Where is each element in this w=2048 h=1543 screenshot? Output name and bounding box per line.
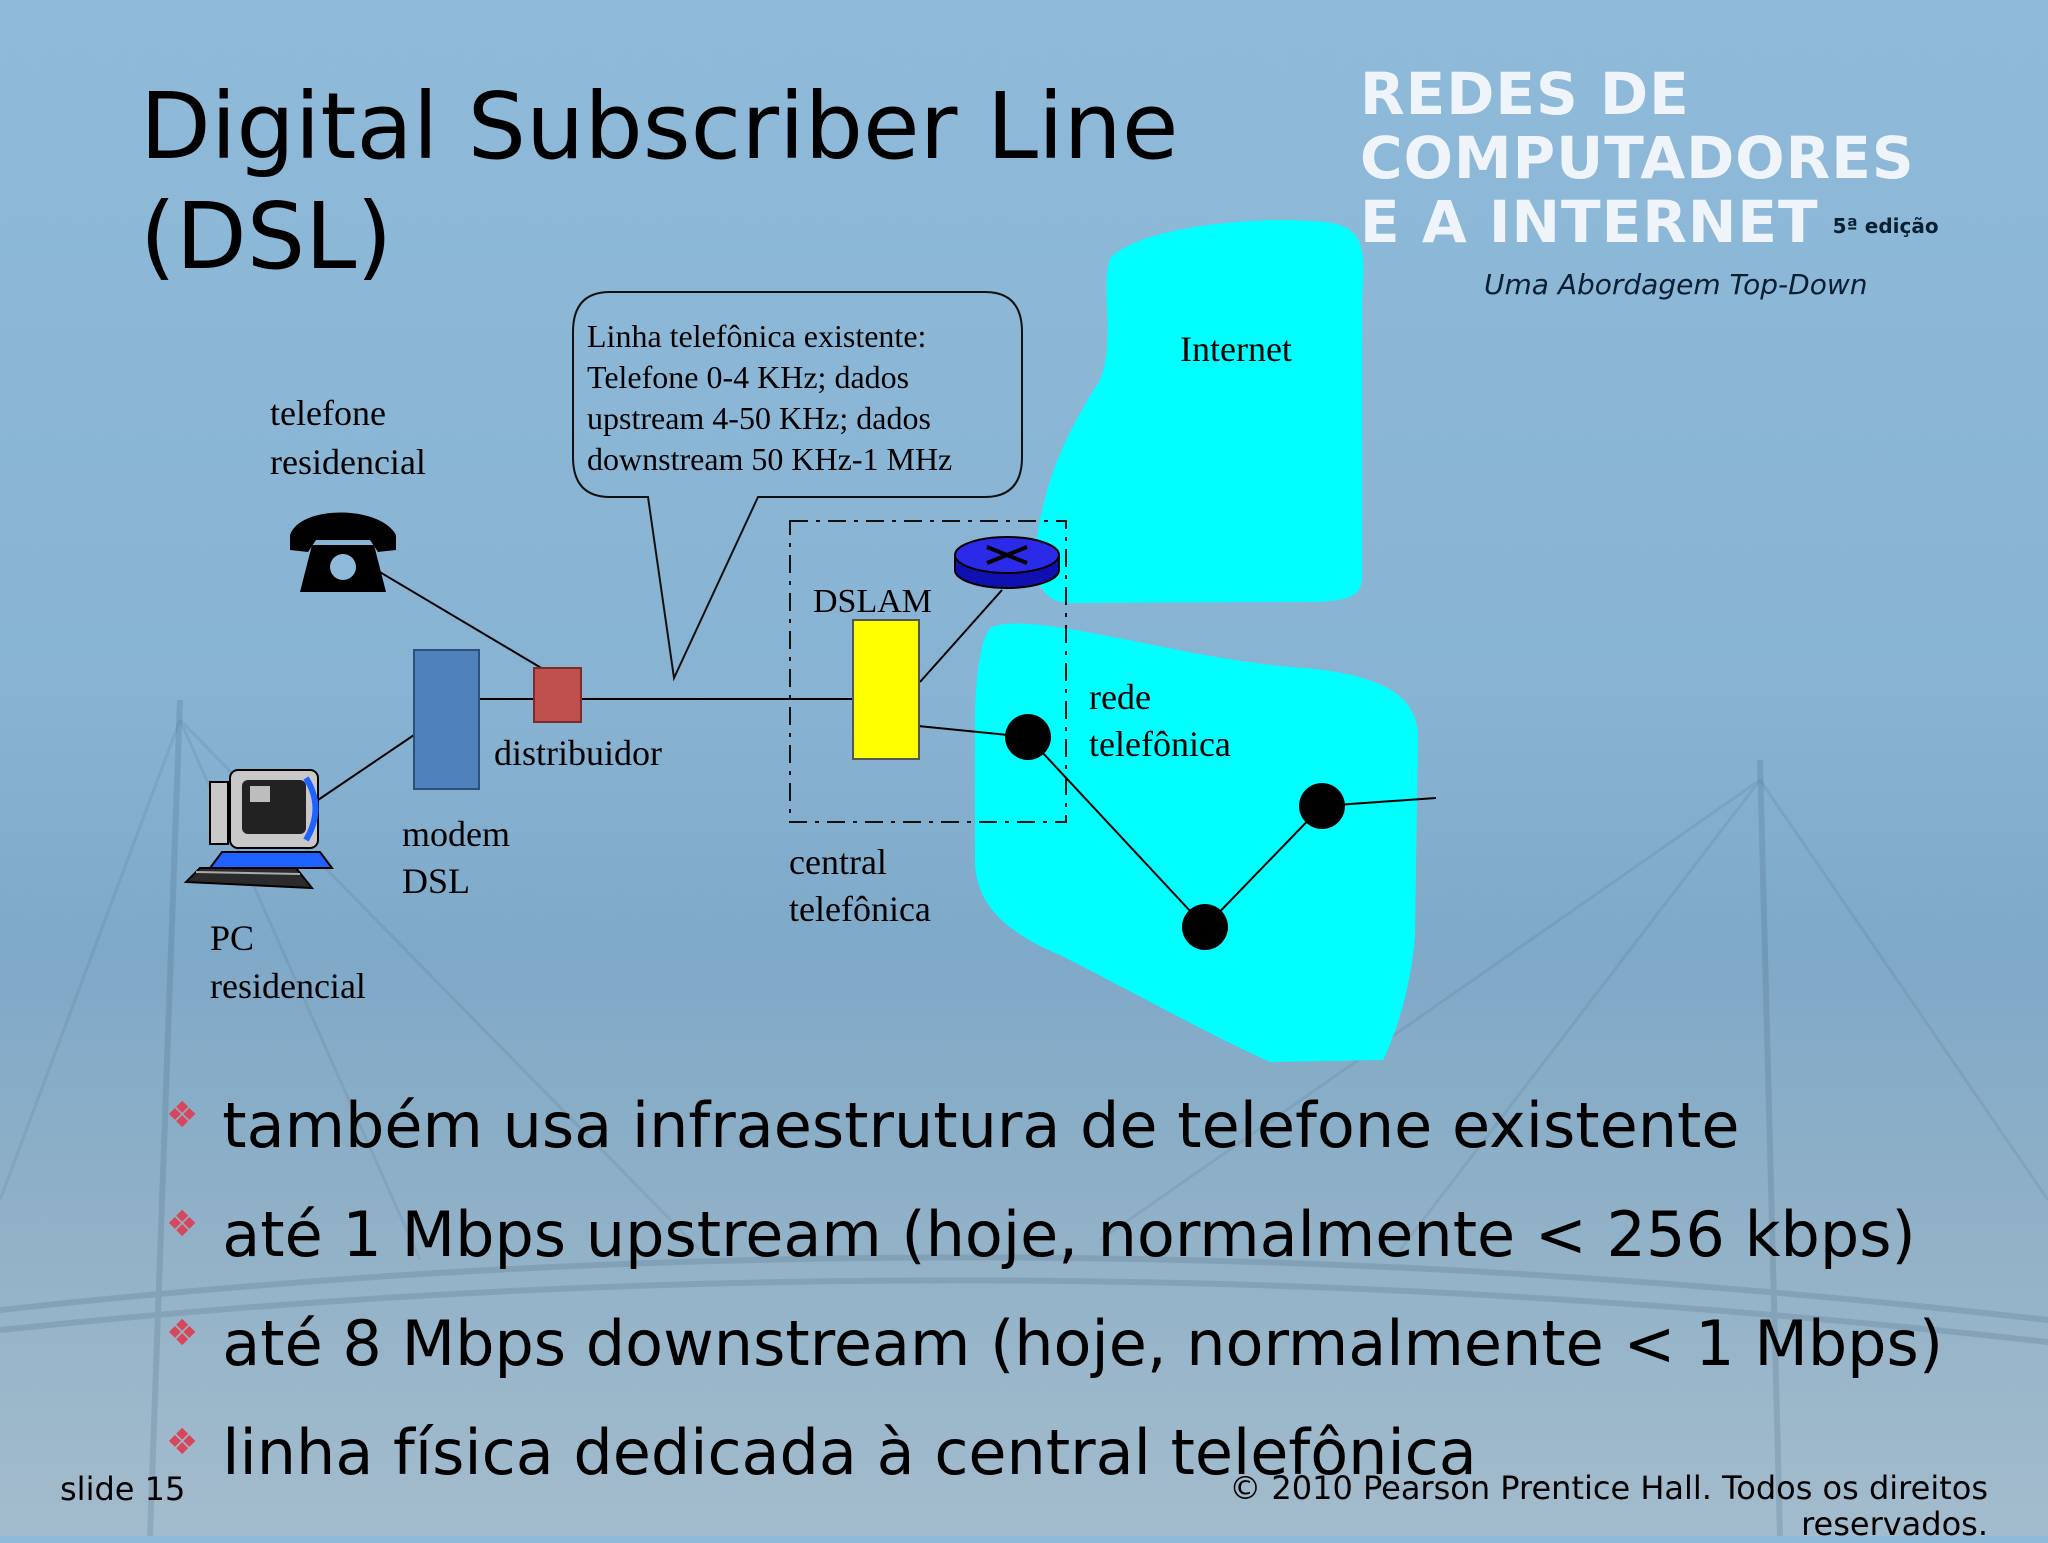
label-distribuidor: distribuidor bbox=[494, 733, 662, 773]
callout-line-1: Linha telefônica existente: bbox=[587, 318, 926, 354]
bullet-text: até 1 Mbps upstream (hoje, normalmente <… bbox=[222, 1198, 1916, 1271]
bullet-list: ❖ também usa infraestrutura de telefone e… bbox=[166, 1066, 1943, 1502]
label-pc-2: residencial bbox=[210, 966, 366, 1006]
telephone-network-cloud bbox=[975, 623, 1419, 1062]
diamond-cluster-icon: ❖ bbox=[166, 1313, 199, 1354]
brand-line-3-text: E A INTERNET bbox=[1360, 188, 1819, 256]
callout-line-3: upstream 4-50 KHz; dados bbox=[587, 400, 931, 436]
bullet-text: até 8 Mbps downstream (hoje, normalmente… bbox=[222, 1307, 1944, 1380]
network-node-3 bbox=[1299, 783, 1345, 829]
bullet-text: linha física dedicada à central telefôni… bbox=[222, 1416, 1477, 1489]
title-line-1: Digital Subscriber Line bbox=[140, 73, 1179, 180]
brand-line-3: E A INTERNET 5ª edição bbox=[1360, 190, 1939, 258]
dslam bbox=[852, 619, 920, 760]
computer-icon bbox=[183, 769, 334, 890]
bullet-item: ❖ também usa infraestrutura de telefone e… bbox=[166, 1066, 1943, 1175]
label-rede-2: telefônica bbox=[1089, 724, 1231, 764]
internet-cloud bbox=[1035, 220, 1364, 603]
diamond-cluster-icon: ❖ bbox=[166, 1204, 199, 1245]
brand-edition: 5ª edição bbox=[1832, 213, 1939, 238]
label-modem-1: modem bbox=[402, 814, 510, 854]
telephone-icon bbox=[290, 512, 396, 592]
book-logo: REDES DE COMPUTADORES E A INTERNET 5ª edi… bbox=[1360, 62, 1939, 258]
label-rede-1: rede bbox=[1089, 677, 1151, 717]
slide-title: Digital Subscriber Line (DSL) bbox=[140, 72, 1178, 292]
bullet-item: ❖ até 8 Mbps downstream (hoje, normalment… bbox=[166, 1284, 1943, 1393]
wire-dslam-router bbox=[919, 589, 1003, 683]
label-telefone-1: telefone bbox=[270, 393, 386, 433]
bullet-text: também usa infraestrutura de telefone ex… bbox=[222, 1089, 1740, 1162]
label-internet: Internet bbox=[1180, 329, 1292, 369]
bullet-item: ❖ linha física dedicada à central telefôn… bbox=[166, 1393, 1943, 1502]
label-central-1: central bbox=[789, 842, 887, 882]
central-office-box bbox=[789, 520, 1067, 823]
slide-number: slide 15 bbox=[60, 1470, 186, 1508]
wire-node-2-3 bbox=[1204, 805, 1323, 928]
wire-phone-splitter bbox=[367, 564, 549, 673]
callout-line-2: Telefone 0-4 KHz; dados bbox=[587, 359, 909, 395]
dsl-modem bbox=[413, 649, 480, 790]
diamond-cluster-icon: ❖ bbox=[166, 1422, 199, 1463]
network-node-2 bbox=[1182, 904, 1228, 950]
callout-bubble bbox=[572, 291, 1023, 682]
wire-pc-modem bbox=[317, 734, 415, 801]
label-modem-2: DSL bbox=[402, 861, 470, 901]
brand-subtitle: Uma Abordagem Top-Down bbox=[1484, 268, 1868, 301]
splitter bbox=[533, 667, 582, 723]
router-icon bbox=[954, 536, 1060, 589]
diamond-cluster-icon: ❖ bbox=[166, 1095, 199, 1136]
wire-node-1-2 bbox=[1027, 736, 1206, 928]
bullet-item: ❖ até 1 Mbps upstream (hoje, normalmente … bbox=[166, 1175, 1943, 1284]
label-central-2: telefônica bbox=[789, 889, 931, 929]
brand-line-2: COMPUTADORES bbox=[1360, 124, 1915, 192]
label-telefone-2: residencial bbox=[270, 442, 426, 482]
label-dslam: DSLAM bbox=[813, 583, 932, 620]
network-node-1 bbox=[1005, 714, 1051, 760]
callout-line-4: downstream 50 KHz-1 MHz bbox=[587, 441, 952, 477]
copyright-notice: © 2010 Pearson Prentice Hall. Todos os d… bbox=[1229, 1469, 1988, 1543]
label-pc-1: PC bbox=[210, 918, 254, 958]
title-line-2: (DSL) bbox=[140, 183, 393, 290]
brand-line-1: REDES DE bbox=[1360, 60, 1690, 128]
